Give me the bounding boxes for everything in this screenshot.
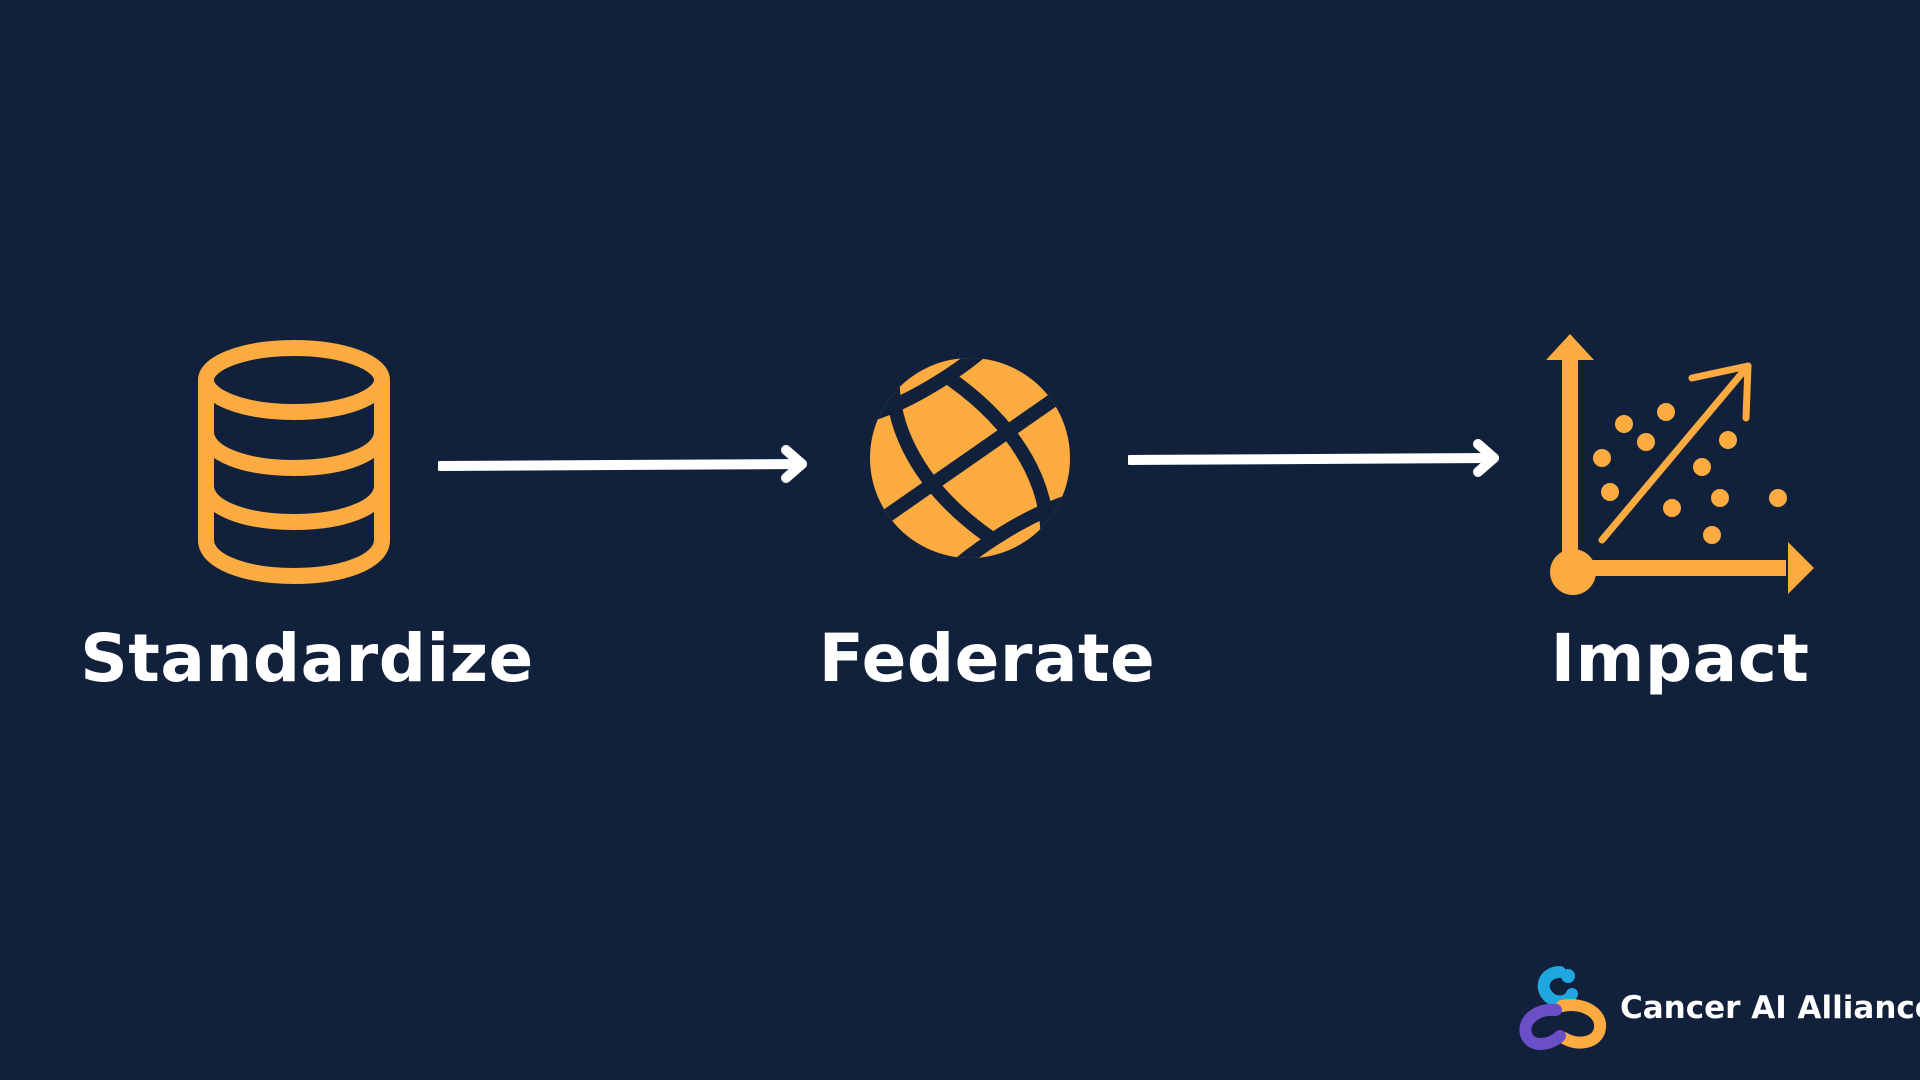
step-label-federate: Federate [818,620,1156,697]
globe-icon [870,358,1070,558]
database-icon [198,340,390,584]
arrow-right-icon [1128,439,1499,477]
alliance-logo-icon [1519,966,1606,1050]
brand-lockup: Cancer AI Alliance [1516,966,1920,1050]
scatter-chart-icon [1546,334,1814,595]
brand-name: Cancer AI Alliance [1620,990,1920,1026]
step-label-impact: Impact [1550,620,1810,697]
arrow-right-icon [438,445,807,483]
step-label-standardize: Standardize [80,620,534,697]
